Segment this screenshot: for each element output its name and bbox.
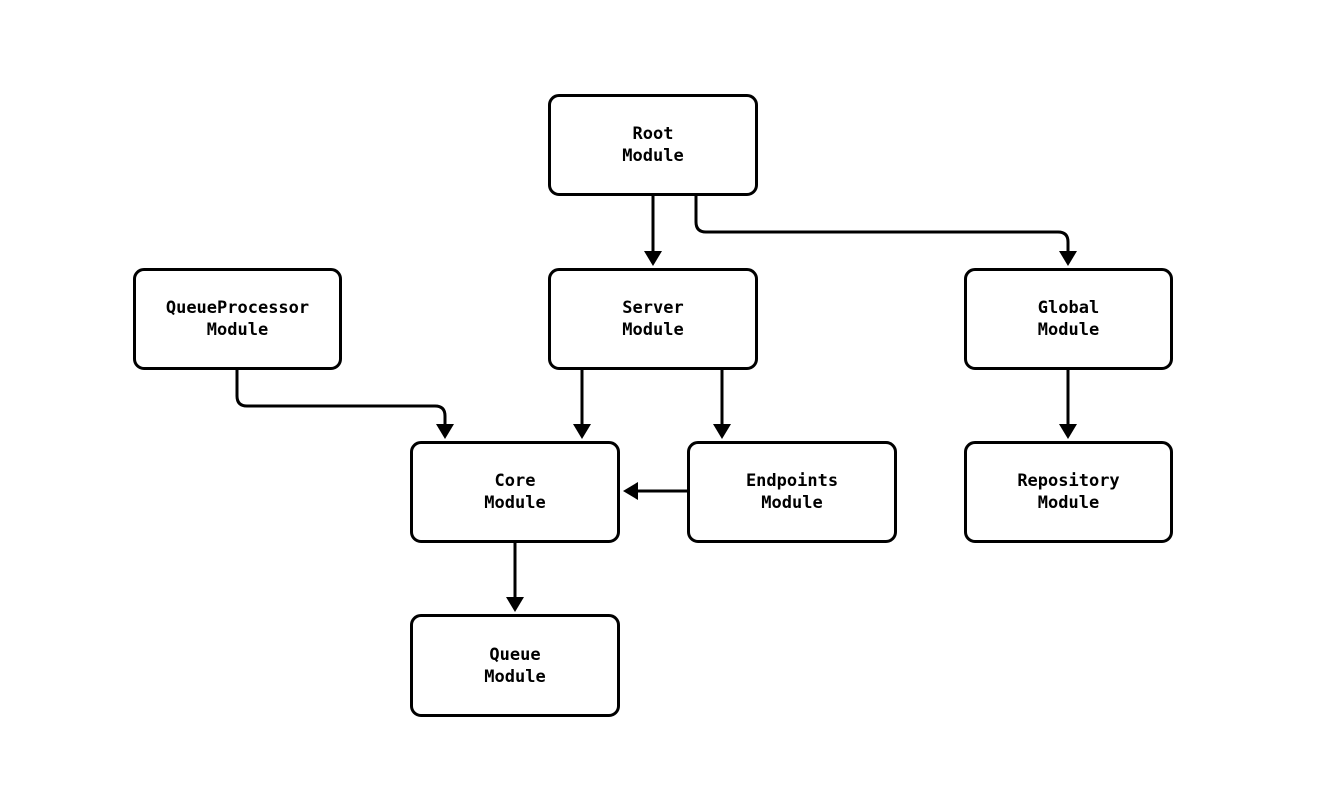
arrowhead-icon [506, 597, 524, 612]
node-server-module-line1: Server [622, 298, 684, 318]
edge-queueprocessor-to-core [235, 370, 454, 439]
arrowhead-icon [436, 424, 454, 439]
node-endpoints-module[interactable]: Endpoints Module [687, 441, 897, 543]
node-queue-module[interactable]: Queue Module [410, 614, 620, 717]
node-server-module[interactable]: Server Module [548, 268, 758, 370]
node-core-module-line2: Module [484, 493, 546, 513]
node-root-module-line2: Module [622, 146, 684, 166]
node-core-module[interactable]: Core Module [410, 441, 620, 543]
edge-root-to-global [694, 196, 1077, 266]
node-root-module[interactable]: Root Module [548, 94, 758, 196]
arrowhead-icon [573, 424, 591, 439]
edge-root-to-server [644, 196, 662, 266]
node-server-module-line2: Module [622, 320, 684, 340]
edge-server-to-endpoints [713, 370, 731, 439]
arrowhead-icon [1059, 424, 1077, 439]
node-endpoints-module-line1: Endpoints [745, 471, 839, 491]
edge-global-to-repository [1059, 370, 1077, 439]
edge-core-to-queue [506, 543, 524, 612]
node-global-module-line1: Global [1037, 298, 1100, 318]
edge-server-to-core [573, 370, 591, 439]
node-repository-module-line2: Module [1037, 493, 1100, 513]
node-queue-module-line2: Module [484, 666, 546, 687]
node-repository-module[interactable]: Repository Module [964, 441, 1173, 543]
edge-endpoints-to-core [623, 482, 687, 500]
node-global-module[interactable]: Global Module [964, 268, 1173, 370]
node-queue-module-line1: Queue [489, 644, 541, 665]
node-queueprocessor-module-line2: Module [206, 320, 269, 340]
node-queueprocessor-module-line1: QueueProcessor [165, 298, 310, 318]
node-repository-module-line1: Repository [1017, 471, 1120, 491]
node-core-module-line1: Core [494, 471, 536, 491]
node-global-module-line2: Module [1037, 320, 1100, 340]
arrowhead-icon [644, 251, 662, 266]
arrowhead-icon [1059, 251, 1077, 266]
arrowhead-icon [713, 424, 731, 439]
node-endpoints-module-line2: Module [761, 493, 823, 513]
node-queueprocessor-module[interactable]: QueueProcessor Module [133, 268, 342, 370]
edge-line [694, 196, 1070, 252]
arrowhead-icon [623, 482, 638, 500]
edge-line [235, 370, 447, 426]
node-root-module-line1: Root [632, 124, 674, 144]
